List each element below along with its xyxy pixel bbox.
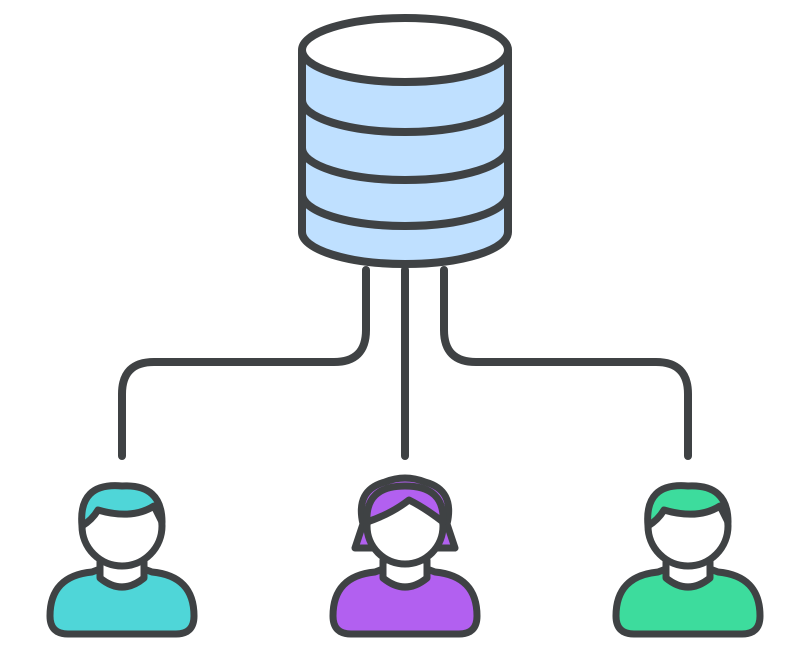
user-hair-fringe [363, 482, 447, 526]
user-body [329, 562, 481, 638]
user-body [46, 562, 198, 638]
connector-line-right [440, 266, 692, 460]
connector-line-left [118, 266, 370, 460]
user-icon [46, 482, 198, 638]
database-top-cap [298, 14, 512, 86]
database-icon [298, 14, 512, 268]
user-collar [379, 556, 431, 591]
connectors [118, 266, 692, 460]
database-disk-divider [298, 147, 512, 184]
user-hair [644, 482, 732, 530]
user-hair [78, 482, 166, 530]
user-body [612, 562, 764, 638]
user-icon [612, 482, 764, 638]
database-cylinder-body [298, 48, 512, 268]
user-icon [329, 474, 481, 638]
database-disk-divider [298, 193, 512, 230]
database-disk-divider [298, 99, 512, 136]
